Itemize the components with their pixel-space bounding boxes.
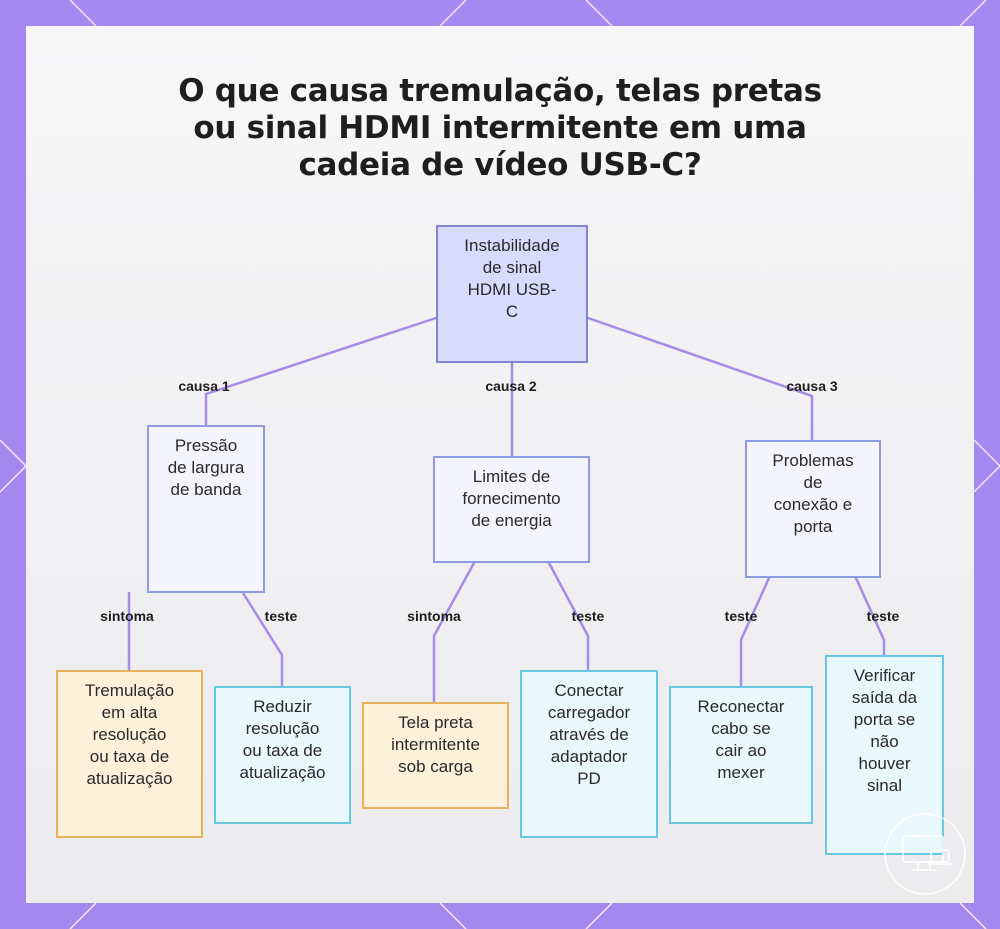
- node-label-line: C: [506, 301, 518, 323]
- node-label-line: resolução: [93, 724, 167, 746]
- node-label-line: Instabilidade: [464, 235, 559, 257]
- node-label-line: ou taxa de: [90, 746, 169, 768]
- node-label-line: Problemas: [772, 450, 853, 472]
- node-label-line: porta: [794, 516, 833, 538]
- node-label-line: Conectar: [555, 680, 624, 702]
- node-label-line: de: [804, 472, 823, 494]
- node-label-line: Limites de: [473, 466, 550, 488]
- node-label-line: de energia: [471, 510, 551, 532]
- node-label-line: fornecimento: [462, 488, 560, 510]
- edge-power-symptom: [434, 563, 474, 702]
- edge-bandwidth-test: [243, 593, 282, 686]
- node-label-line: intermitente: [391, 734, 480, 756]
- node-label-line: Reduzir: [253, 696, 312, 718]
- node-label-line: HDMI USB-: [468, 279, 557, 301]
- node-label-line: de largura: [168, 457, 245, 479]
- node-label-line: Tremulação: [85, 680, 174, 702]
- node-label-line: sinal: [867, 775, 902, 797]
- node-label-line: de sinal: [483, 257, 542, 279]
- monitor-laptop-icon: [883, 812, 967, 896]
- node-label-line: em alta: [102, 702, 158, 724]
- edge-connection-test1: [741, 578, 769, 686]
- node-label-line: Pressão: [175, 435, 237, 457]
- node-label-line: porta se: [854, 709, 915, 731]
- node-label-line: Tela preta: [398, 712, 473, 734]
- edge-label-power-symptom: sintoma: [407, 608, 461, 624]
- node-label-line: carregador: [548, 702, 630, 724]
- edge-root-connection: [588, 318, 812, 440]
- node-label-line: cair ao: [715, 740, 766, 762]
- node-label-line: sob carga: [398, 756, 473, 778]
- node-label-line: Reconectar: [698, 696, 785, 718]
- node-label-line: PD: [577, 768, 601, 790]
- node-label-line: resolução: [246, 718, 320, 740]
- node-label-line: atualização: [86, 768, 172, 790]
- edge-label-bandwidth-symptom: sintoma: [100, 608, 154, 624]
- node-label-line: conexão e: [774, 494, 852, 516]
- edge-root-bandwidth: [206, 318, 436, 425]
- edge-label-connection-test-2: teste: [867, 608, 900, 624]
- node-label-line: através de: [549, 724, 628, 746]
- node-label-line: cabo se: [711, 718, 771, 740]
- edge-label-connection-test-1: teste: [725, 608, 758, 624]
- edge-label-cause-1: causa 1: [178, 378, 229, 394]
- edge-label-cause-2: causa 2: [485, 378, 536, 394]
- node-label-line: saída da: [852, 687, 917, 709]
- edge-label-bandwidth-test: teste: [265, 608, 298, 624]
- node-label-line: mexer: [717, 762, 764, 784]
- node-label-line: não: [870, 731, 898, 753]
- edge-label-cause-3: causa 3: [786, 378, 837, 394]
- node-label-line: de banda: [171, 479, 242, 501]
- node-label-line: adaptador: [551, 746, 628, 768]
- node-label-line: Verificar: [854, 665, 915, 687]
- node-label-line: ou taxa de: [243, 740, 322, 762]
- node-label-line: houver: [859, 753, 911, 775]
- node-label-line: atualização: [239, 762, 325, 784]
- edge-label-power-test: teste: [572, 608, 605, 624]
